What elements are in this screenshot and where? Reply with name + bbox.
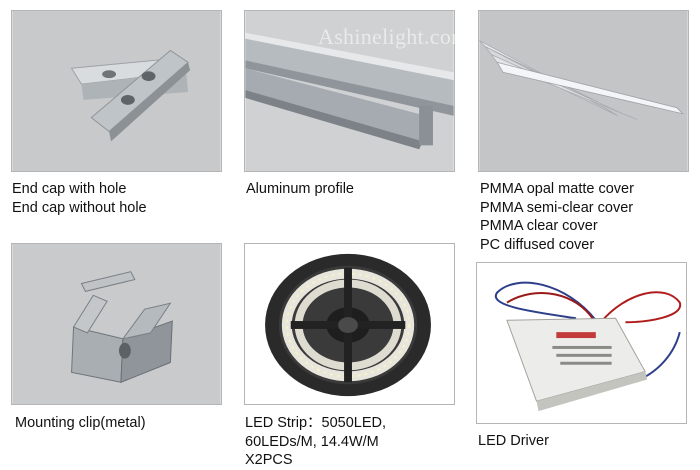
pmma-cover-photo [478,10,689,172]
end-cap-illustration [12,11,221,171]
led-driver-illustration [477,263,686,423]
led-strip-photo [244,243,455,405]
led-strip-caption: LED Strip：5050LED, 60LEDs/M, 14.4W/M X2P… [245,414,386,470]
caption-line: X2PCS [245,452,293,468]
mounting-clip-illustration [12,244,221,404]
caption-line: Mounting clip(metal) [15,415,146,431]
led-driver-photo [476,262,687,424]
led-driver-caption: LED Driver [478,432,549,451]
aluminum-profile-caption: Aluminum profile [246,180,354,199]
aluminum-profile-illustration [245,11,454,171]
caption-line: PMMA semi-clear cover [480,199,634,216]
aluminum-profile-photo [244,10,455,172]
mounting-clip-photo [11,243,222,405]
caption-line: PMMA opal matte cover [480,181,634,197]
caption-line: End cap with hole [12,181,127,197]
end-cap-photo [11,10,222,172]
caption-line: PMMA clear cover [480,218,598,234]
caption-line: PC diffused cover [480,236,595,253]
caption-line: LED Strip：5050LED, [245,415,387,431]
end-cap-caption: End cap with hole End cap without hole [12,180,147,217]
caption-line: Aluminum profile [246,181,354,197]
pmma-cover-illustration [479,11,688,171]
caption-line: LED Driver [478,433,549,449]
pmma-cover-caption: PMMA opal matte cover PMMA semi-clear co… [480,180,634,254]
led-strip-illustration [245,244,454,404]
caption-line: End cap without hole [12,199,147,216]
mounting-clip-caption: Mounting clip(metal) [15,414,146,433]
caption-line: 60LEDs/M, 14.4W/M [245,433,379,450]
watermark-text: Ashinelight.com [318,24,469,49]
